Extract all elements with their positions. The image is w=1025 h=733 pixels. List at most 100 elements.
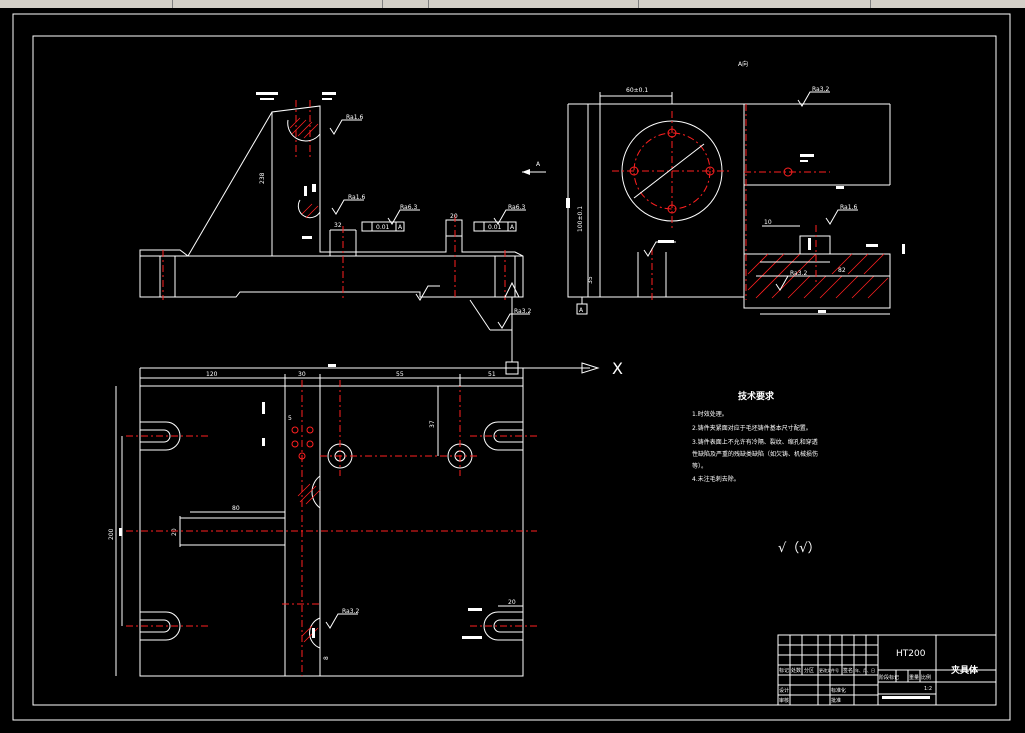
dimension-label: 55 xyxy=(396,371,404,378)
title-block-label: 设计 xyxy=(779,687,789,694)
annotation-block xyxy=(468,608,482,611)
bolt-hole xyxy=(705,166,715,176)
u-slot xyxy=(483,421,523,451)
annotation-block xyxy=(312,628,315,638)
annotation-block xyxy=(882,696,930,699)
title-bar-segment[interactable] xyxy=(638,0,871,8)
section-arc xyxy=(311,475,321,509)
roughness-symbol xyxy=(387,209,420,225)
dimension-label: 120 xyxy=(206,371,218,378)
annotation-block xyxy=(260,98,274,100)
roughness-symbol xyxy=(797,91,830,107)
title-bar-segment[interactable] xyxy=(0,0,173,8)
annotation-block xyxy=(836,186,844,189)
inner-frame xyxy=(32,35,997,706)
dimension-label: 80 xyxy=(232,505,240,512)
roughness-symbol xyxy=(325,613,358,629)
dimension-label: 10 xyxy=(764,219,772,226)
u-slot xyxy=(483,611,523,641)
dimension-label: 32 xyxy=(334,222,342,229)
roughness-symbol xyxy=(643,241,676,257)
dimension-label: 37 xyxy=(429,420,436,428)
title-block-label: 比例 xyxy=(921,674,931,681)
tolerance-value: 0.01 xyxy=(376,224,390,231)
tech-title: 技术要求 xyxy=(738,390,775,402)
leader-line xyxy=(633,143,705,199)
annotation-block xyxy=(800,160,808,162)
bolt-hole xyxy=(667,128,677,138)
datum-triangle xyxy=(504,281,520,298)
title-bar-segment[interactable] xyxy=(428,0,639,8)
drawing-canvas[interactable]: Ra1.6 Ra1.6 Ra6.3 Ra6.3 Ra3.2 0.01 A 0.0… xyxy=(0,8,1025,729)
annotation-block xyxy=(800,154,814,157)
tolerance-datum: A xyxy=(510,224,515,231)
dimension-label: 20 xyxy=(171,528,178,536)
annotation-block xyxy=(262,402,265,414)
title-block-label: 处数 xyxy=(791,667,801,674)
dimension-label: 60±0.1 xyxy=(626,87,648,94)
annotation-block xyxy=(322,98,332,100)
dimension-label: 51 xyxy=(488,371,496,378)
roughness-label: Ra3.2 xyxy=(790,270,807,277)
title-bar-segment[interactable] xyxy=(172,0,383,8)
dimension-label: 20 xyxy=(450,213,458,220)
u-slot xyxy=(493,429,523,443)
dimension-label: 200 xyxy=(108,528,115,540)
rib-slot xyxy=(180,517,286,546)
bolt-hole xyxy=(629,166,639,176)
bore-arc xyxy=(287,119,321,142)
annotation-block xyxy=(312,184,316,192)
title-block-label: 审核 xyxy=(779,697,789,704)
material-label: HT200 xyxy=(896,649,926,659)
pin-hole xyxy=(291,426,299,434)
title-block-label: 年、月、日 xyxy=(855,667,875,673)
front-outline xyxy=(139,105,524,298)
roughness-symbol xyxy=(415,285,440,301)
front-view: Ra1.6 Ra1.6 Ra6.3 Ra6.3 Ra3.2 0.01 A 0.0… xyxy=(139,92,546,362)
dimension-label: 100±0.1 xyxy=(577,206,584,232)
tolerance-frame: 0.01 A xyxy=(473,221,517,232)
title-block-label: 阶段标记 xyxy=(879,674,899,681)
top-view: 80 20 xyxy=(108,359,623,677)
annotation-block xyxy=(866,244,878,247)
roughness-label: Ra3.2 xyxy=(514,308,531,315)
title-bar-segment[interactable] xyxy=(870,0,1025,8)
dimension-label: 30 xyxy=(298,371,306,378)
title-block-label: 分区 xyxy=(804,667,814,674)
annotation-block xyxy=(302,236,312,239)
tolerance-value: 0.01 xyxy=(488,224,502,231)
roughness-symbol xyxy=(331,199,364,215)
title-block-label: 重量 xyxy=(909,674,919,681)
roughness-symbol xyxy=(329,119,362,135)
roughness-label: Ra3.2 xyxy=(342,608,359,615)
view-arrow-label: A xyxy=(536,161,541,168)
bolt-circle xyxy=(633,132,711,210)
u-slot xyxy=(140,611,181,641)
annotation-block xyxy=(262,438,265,446)
title-block-label: 签名 xyxy=(843,667,853,674)
scale-value: 1:2 xyxy=(924,686,932,692)
dimension-label: 238 xyxy=(259,172,266,184)
u-slot xyxy=(140,421,181,451)
tech-item: 1.时效处理。 xyxy=(692,410,728,418)
dimension-label: 35 xyxy=(587,276,594,284)
annotation-block xyxy=(462,636,482,639)
roughness-label: Ra6.3 xyxy=(400,204,417,211)
dimension-label: 20 xyxy=(508,599,516,606)
title-bar-segment[interactable] xyxy=(382,0,429,8)
title-block: HT200 夹具体 标记 处数 分区 更改文件号 签名 年、月、日 设计 审核 … xyxy=(777,634,997,706)
axis-label: X xyxy=(612,359,623,378)
dimension-label: 82 xyxy=(838,267,846,274)
technical-requirements: 技术要求 1.时效处理。 2.铸件夹紧面对应于毛坯铸件基本尺寸配置。 3.铸件表… xyxy=(692,390,821,556)
tech-item: 性缺陷及严重的残缺类缺陷（如欠铸、机械损伤 xyxy=(692,450,818,458)
pin-hole xyxy=(306,440,314,448)
tolerance-frame: 0.01 A xyxy=(361,221,405,232)
annotation-block xyxy=(119,528,122,536)
title-block-label: 标记 xyxy=(779,667,789,674)
roughness-label: Ra1.6 xyxy=(348,194,365,201)
title-block-label: 更改文件号 xyxy=(819,667,839,673)
part-name: 夹具体 xyxy=(951,664,979,676)
leader-line xyxy=(469,299,491,331)
tech-item: 等）。 xyxy=(692,462,707,470)
tech-item: 4.未注毛刺去除。 xyxy=(692,475,740,483)
